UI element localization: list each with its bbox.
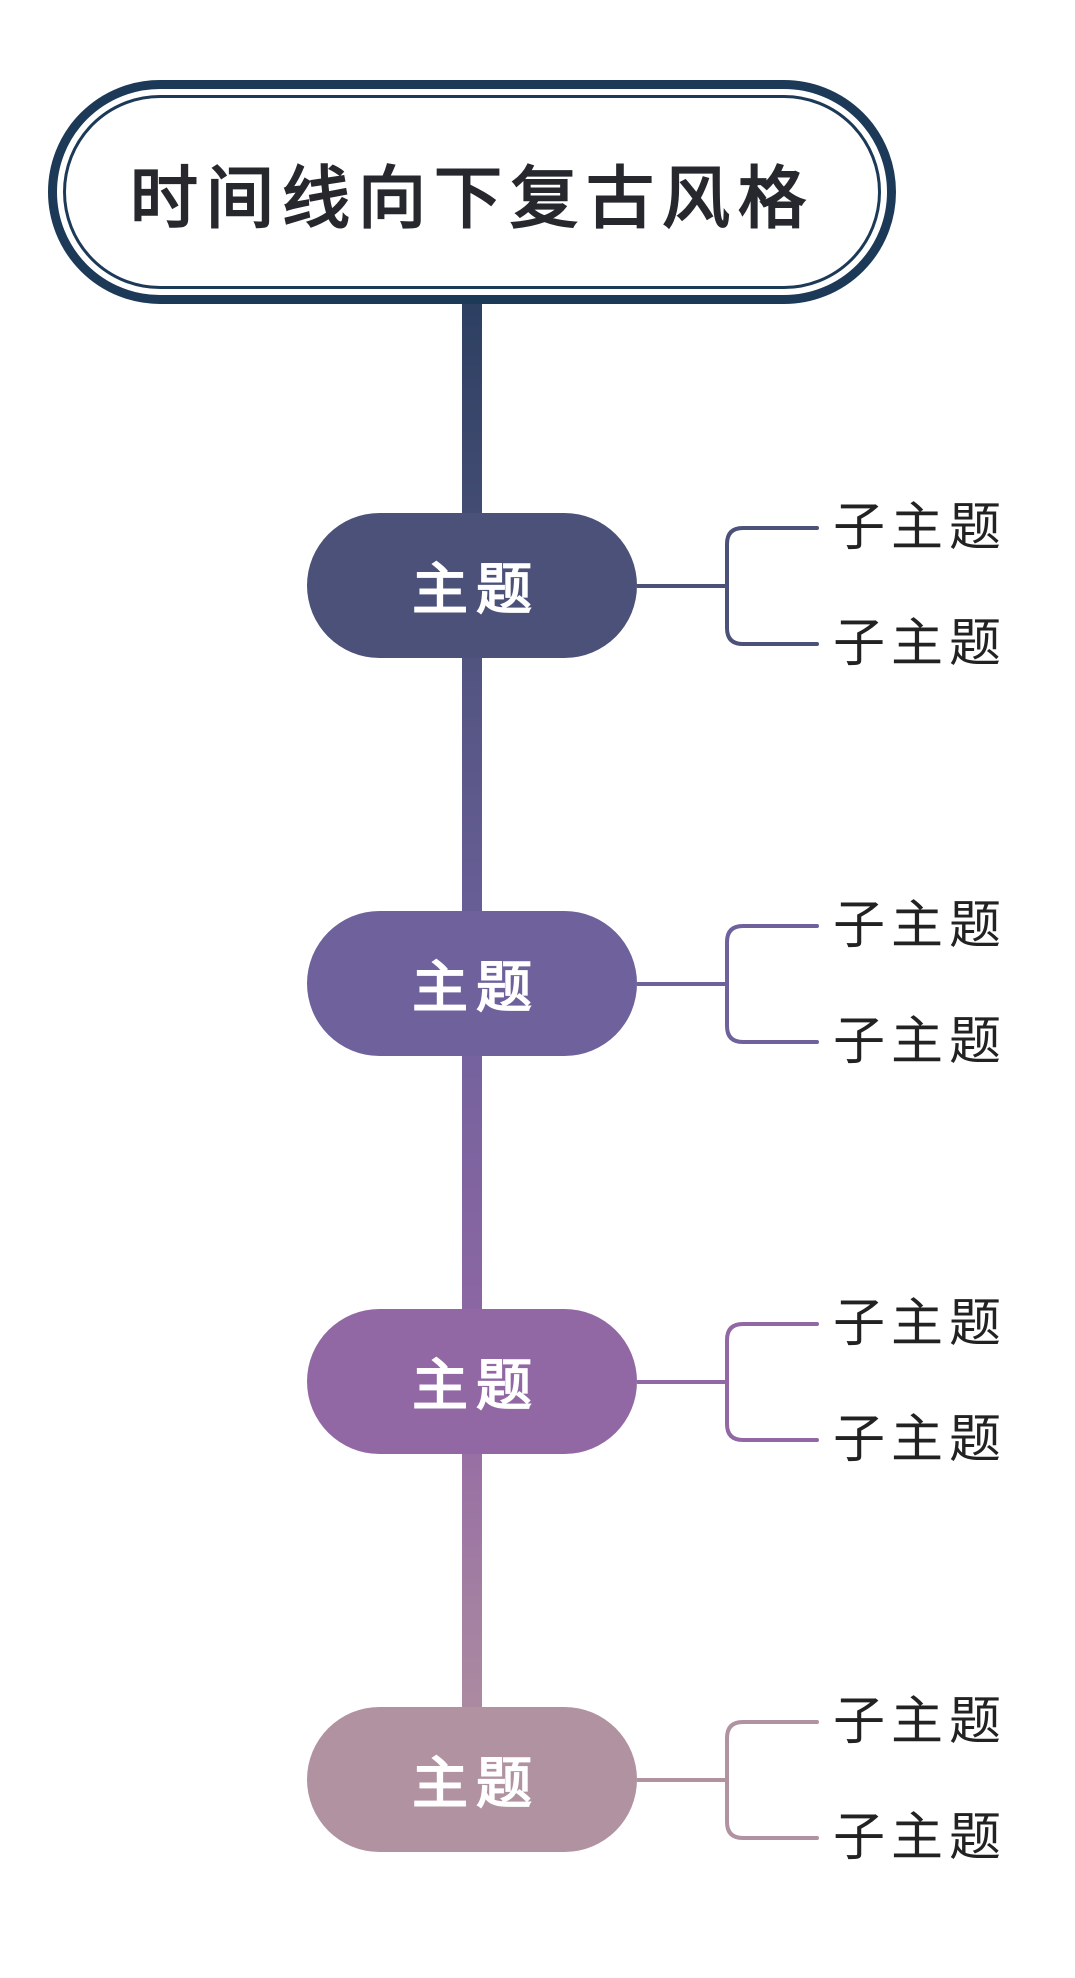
subtopic-label[interactable]: 子主题: [833, 1013, 1008, 1071]
central-topic-label: 时间线向下复古风格: [129, 160, 814, 237]
topic-4-label: 主题: [412, 1752, 540, 1815]
subtopic-label[interactable]: 子主题: [833, 1809, 1008, 1867]
topic-1-label: 主题: [412, 558, 540, 621]
subtopic-label[interactable]: 子主题: [833, 1693, 1008, 1751]
subtopic-label[interactable]: 子主题: [833, 1295, 1008, 1353]
subtopic-label[interactable]: 子主题: [833, 615, 1008, 673]
topic-node-3[interactable]: 主题: [307, 1309, 637, 1454]
subtopic-label[interactable]: 子主题: [833, 897, 1008, 955]
subtopic-label[interactable]: 子主题: [833, 1411, 1008, 1469]
topic-3-label: 主题: [412, 1354, 540, 1417]
topic-3-subtopic-connector: [637, 1322, 819, 1442]
topic-4-subtopic-connector: [637, 1720, 819, 1840]
central-topic-inner-ring: 时间线向下复古风格: [63, 95, 881, 289]
central-topic[interactable]: 时间线向下复古风格: [48, 80, 896, 304]
topic-1-subtopic-connector: [637, 526, 819, 646]
topic-node-1[interactable]: 主题: [307, 513, 637, 658]
topic-2-label: 主题: [412, 956, 540, 1019]
topic-node-2[interactable]: 主题: [307, 911, 637, 1056]
topic-2-subtopic-connector: [637, 924, 819, 1044]
subtopic-label[interactable]: 子主题: [833, 499, 1008, 557]
topic-node-4[interactable]: 主题: [307, 1707, 637, 1852]
